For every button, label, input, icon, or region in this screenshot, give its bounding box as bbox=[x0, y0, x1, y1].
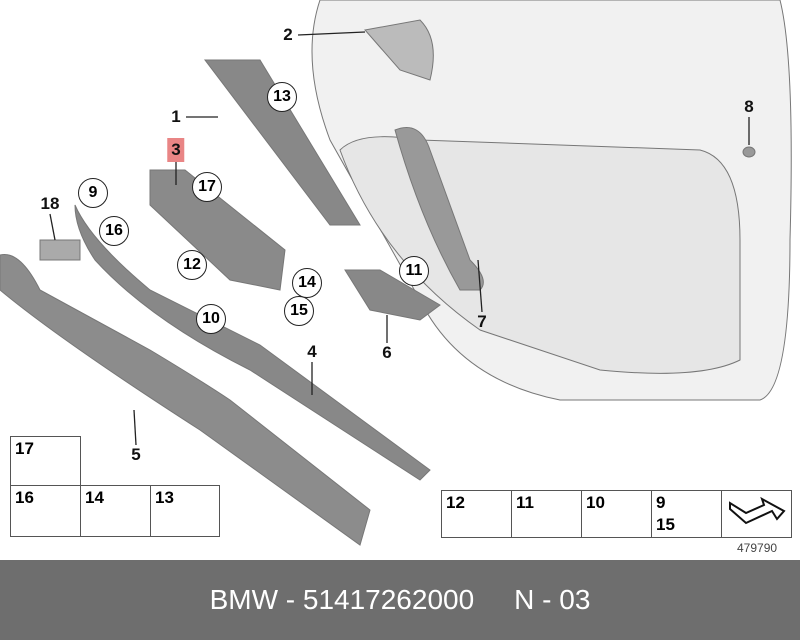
callout-11: 11 bbox=[399, 256, 429, 286]
door-pull-handle bbox=[394, 127, 484, 291]
legend-box-arrow bbox=[721, 490, 792, 538]
callout-10: 10 bbox=[196, 304, 226, 334]
callout-15: 15 bbox=[284, 296, 314, 326]
callout-9: 9 bbox=[78, 178, 108, 208]
callout-14: 14 bbox=[292, 268, 322, 298]
panel-1 bbox=[203, 59, 361, 226]
part-number: BMW - 51417262000 bbox=[209, 584, 475, 615]
legend-num: 14 bbox=[85, 488, 104, 507]
legend-num: 10 bbox=[586, 493, 605, 512]
callout-17: 17 bbox=[192, 172, 222, 202]
switch-panel-3 bbox=[149, 169, 286, 291]
legend-box-10: 10 bbox=[581, 490, 652, 538]
legend-num: 11 bbox=[516, 493, 534, 512]
door-trim-diagram bbox=[0, 0, 792, 546]
legend-box-14: 14 bbox=[80, 485, 151, 537]
speaker-grille bbox=[364, 19, 434, 81]
callout-3-highlighted: 3 bbox=[167, 138, 185, 162]
legend-num: 9 bbox=[656, 493, 666, 512]
clip-18 bbox=[39, 239, 81, 261]
trim-strip-4 bbox=[74, 204, 431, 481]
nut-8 bbox=[742, 146, 756, 158]
part-number-banner: BMW - 51417262000 N - 03 bbox=[0, 560, 800, 640]
callout-13: 13 bbox=[267, 82, 297, 112]
callout-6: 6 bbox=[382, 343, 392, 362]
callout-2: 2 bbox=[283, 25, 293, 44]
trim-strip-5 bbox=[0, 253, 371, 546]
page-code: N - 03 bbox=[514, 584, 591, 615]
legend-num: 16 bbox=[15, 488, 34, 507]
callout-8: 8 bbox=[744, 97, 754, 116]
legend-box-13: 13 bbox=[150, 485, 220, 537]
callout-12: 12 bbox=[177, 250, 207, 280]
legend-num: 15 bbox=[656, 515, 675, 534]
legend-box-17: 17 bbox=[10, 436, 81, 486]
legend-num: 17 bbox=[15, 439, 34, 458]
callout-7: 7 bbox=[477, 312, 487, 331]
legend-box-12: 12 bbox=[441, 490, 512, 538]
callout-16: 16 bbox=[99, 216, 129, 246]
callout-5: 5 bbox=[131, 445, 141, 464]
legend-num: 13 bbox=[155, 488, 174, 507]
legend-box-16: 16 bbox=[10, 485, 81, 537]
direction-arrow-icon bbox=[729, 496, 786, 525]
handle-6 bbox=[344, 269, 441, 321]
callout-18: 18 bbox=[40, 194, 60, 213]
callout-1: 1 bbox=[171, 107, 181, 126]
legend-num: 12 bbox=[446, 493, 465, 512]
door-panel-inner bbox=[339, 136, 741, 374]
diagram-reference-number: 479790 bbox=[737, 541, 778, 555]
callout-4: 4 bbox=[307, 342, 317, 361]
legend-box-11: 11 bbox=[511, 490, 582, 538]
